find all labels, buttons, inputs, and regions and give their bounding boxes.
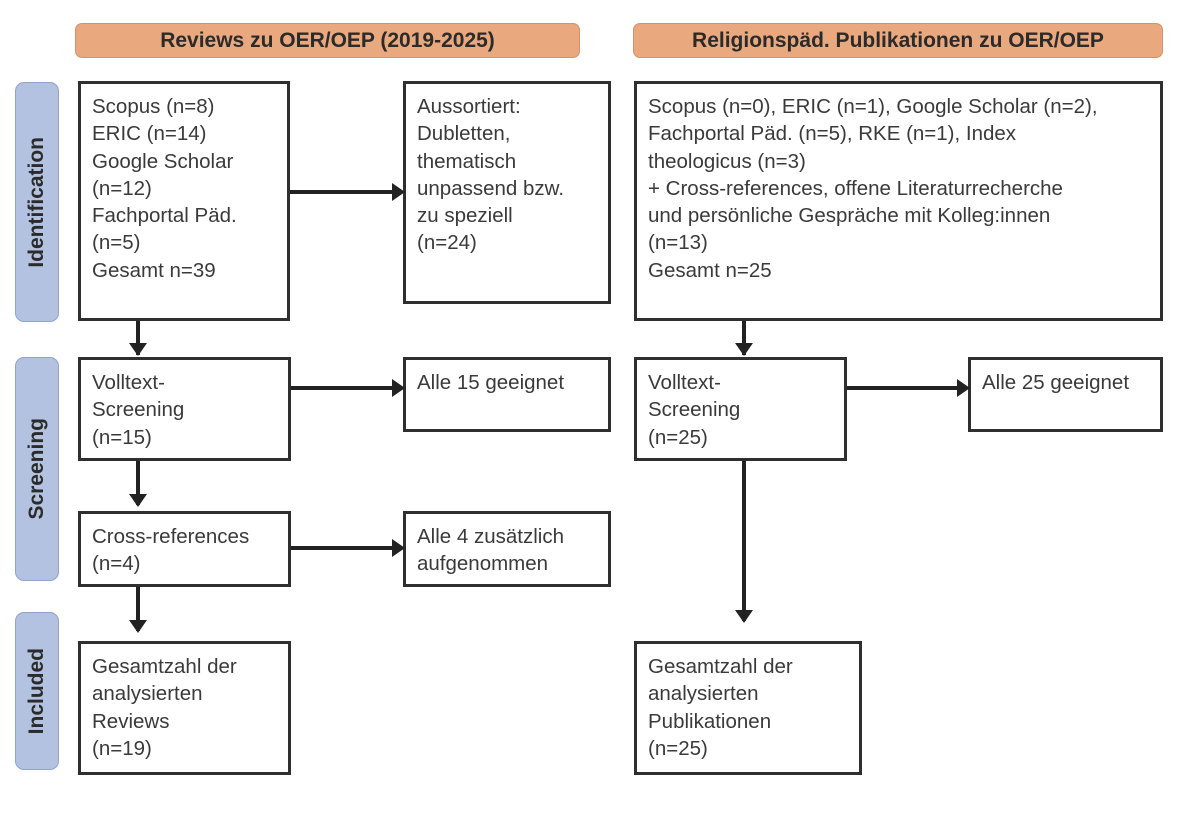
- connector-right-fulltext-to-included: [742, 461, 746, 621]
- box-left-identification-sources: Scopus (n=8) ERIC (n=14) Google Scholar …: [78, 81, 290, 321]
- connector-right-identification-to-fulltext: [742, 321, 746, 355]
- connector-left-crossrefs-to-included: [136, 587, 140, 631]
- box-left-crossrefs: Cross-references (n=4): [78, 511, 291, 587]
- arrow-head-left-included: [129, 620, 147, 633]
- box-left-fulltext-screening: Volltext- Screening (n=15): [78, 357, 291, 461]
- column-header-religionspaed: Religionspäd. Publikationen zu OER/OEP: [633, 23, 1163, 58]
- arrow-head-right-to-fulltext: [735, 343, 753, 356]
- arrow-head-left-to-excluded: [392, 183, 405, 201]
- arrow-head-left-fulltext-result: [392, 379, 405, 397]
- connector-right-fulltext-to-result: [847, 386, 959, 390]
- connector-left-identification-to-excluded: [290, 190, 394, 194]
- stage-label-screening: Screening: [25, 418, 48, 520]
- arrow-head-right-fulltext-result: [957, 379, 970, 397]
- box-left-crossrefs-result: Alle 4 zusätzlich aufgenommen: [403, 511, 611, 587]
- box-right-included: Gesamtzahl der analysierten Publikatione…: [634, 641, 862, 775]
- stage-label-included: Included: [25, 647, 48, 735]
- connector-left-fulltext-to-crossrefs: [136, 461, 140, 505]
- arrow-head-left-to-fulltext: [129, 343, 147, 356]
- connector-left-identification-to-fulltext: [136, 321, 140, 355]
- box-left-fulltext-result: Alle 15 geeignet: [403, 357, 611, 432]
- stage-label-identification: Identification: [25, 136, 48, 268]
- box-left-excluded: Aussortiert: Dubletten, thematisch unpas…: [403, 81, 611, 304]
- arrow-head-left-crossrefs: [129, 494, 147, 507]
- connector-left-fulltext-to-result: [291, 386, 394, 390]
- arrow-head-left-crossrefs-result: [392, 539, 405, 557]
- connector-left-crossrefs-to-result: [291, 546, 394, 550]
- box-right-fulltext-screening: Volltext- Screening (n=25): [634, 357, 847, 461]
- stage-bar-screening: Screening: [15, 357, 59, 581]
- column-header-reviews: Reviews zu OER/OEP (2019-2025): [75, 23, 580, 58]
- arrow-head-right-included: [735, 610, 753, 623]
- box-left-included: Gesamtzahl der analysierten Reviews (n=1…: [78, 641, 291, 775]
- box-right-identification-sources: Scopus (n=0), ERIC (n=1), Google Scholar…: [634, 81, 1163, 321]
- box-right-fulltext-result: Alle 25 geeignet: [968, 357, 1163, 432]
- stage-bar-identification: Identification: [15, 82, 59, 322]
- stage-bar-included: Included: [15, 612, 59, 770]
